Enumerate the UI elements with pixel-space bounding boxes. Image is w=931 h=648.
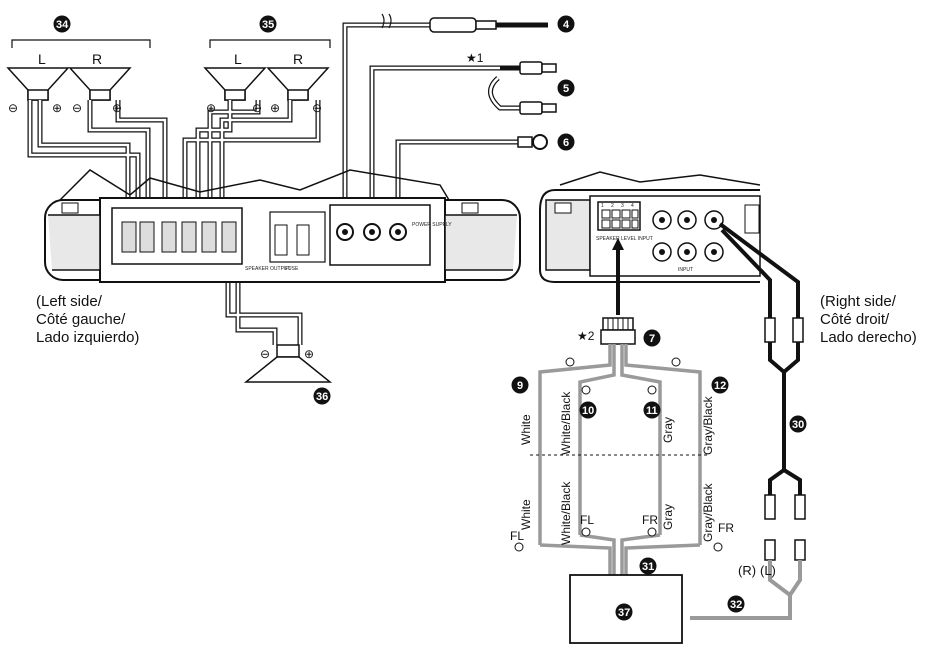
rca-right-label: (R) [738, 563, 756, 578]
right-side-caption-2: Côté droit/ [820, 311, 890, 328]
polarity-minus: ⊖ [260, 347, 270, 361]
callout-36: 36 [313, 387, 331, 405]
terminal-connector-5 [488, 61, 557, 115]
wire-label-white-black-top: White/Black [559, 391, 573, 455]
callout-4: 4 [557, 15, 575, 33]
amplifier-right-side [539, 171, 761, 283]
callout-9: 9 [511, 376, 529, 394]
svg-text:11: 11 [646, 405, 658, 417]
polarity-plus: ⊕ [206, 101, 216, 115]
callout-11: 11 [643, 401, 661, 419]
svg-text:31: 31 [642, 561, 654, 573]
ch-2: 2 [611, 203, 614, 209]
speaker-l-label-2: L [234, 51, 242, 67]
svg-text:4: 4 [563, 19, 570, 31]
channel-fl-inner: FL [580, 513, 594, 527]
speaker-r-label-2: R [293, 51, 303, 67]
ch-1: 1 [601, 203, 604, 209]
wire-label-white-top: White [519, 414, 533, 445]
callout-6: 6 [557, 133, 575, 151]
polarity-minus: ⊖ [252, 101, 262, 115]
polarity-minus: ⊖ [72, 101, 82, 115]
speaker-rear-right [266, 67, 330, 101]
svg-text:7: 7 [649, 333, 655, 345]
front-speaker-group [11, 39, 331, 48]
svg-text:9: 9 [517, 380, 523, 392]
rca-cable [718, 222, 800, 318]
star-2: ★2 [577, 329, 595, 343]
wire-label-gray-black-top: Gray/Black [701, 395, 715, 455]
left-side-caption-1: (Left side/ [36, 293, 103, 310]
callout-7: 7 [643, 329, 661, 347]
svg-text:5: 5 [563, 83, 569, 95]
svg-text:37: 37 [618, 607, 630, 619]
svg-text:34: 34 [56, 19, 69, 31]
callout-37: 37 [615, 603, 633, 621]
fuse-label: FUSE [285, 266, 299, 272]
channel-fr-inner: FR [642, 513, 658, 527]
svg-text:6: 6 [563, 137, 569, 149]
subwoofer-speaker [243, 344, 333, 383]
right-side-caption-3: Lado derecho) [820, 329, 917, 346]
speaker-r-label-1: R [92, 51, 102, 67]
wire-label-gray-black-bottom: Gray/Black [701, 482, 715, 542]
input-label: INPUT [678, 267, 693, 273]
svg-text:12: 12 [714, 380, 726, 392]
left-side-caption-2: Côté gauche/ [36, 311, 126, 328]
power-supply-label: POWER SUPPLY [412, 222, 452, 228]
star-1: ★1 [466, 51, 484, 65]
callout-badges: 34 35 4 5 6 7 9 10 11 12 30 31 32 36 37 [53, 15, 807, 621]
remote-wire-connector [429, 17, 548, 33]
polarity-plus: ⊕ [270, 101, 280, 115]
polarity-plus: ⊕ [52, 101, 62, 115]
polarity-minus: ⊖ [312, 101, 322, 115]
channel-fr-outer: FR [718, 521, 734, 535]
svg-text:10: 10 [582, 405, 594, 417]
callout-34: 34 [53, 15, 71, 33]
speaker-input-harness-plug [600, 317, 636, 345]
callout-12: 12 [711, 376, 729, 394]
channel-fl-outer: FL [510, 529, 524, 543]
wire-label-gray-top: Gray [661, 417, 675, 443]
callout-35: 35 [259, 15, 277, 33]
right-side-caption-1: (Right side/ [820, 293, 897, 310]
polarity-plus: ⊕ [112, 101, 122, 115]
callout-30: 30 [789, 415, 807, 433]
polarity-minus: ⊖ [8, 101, 18, 115]
polarity-plus: ⊕ [304, 347, 314, 361]
amplifier-left-side [44, 169, 521, 283]
svg-text:35: 35 [262, 19, 274, 31]
svg-text:36: 36 [316, 391, 328, 403]
speaker-level-input-label: SPEAKER LEVEL INPUT [596, 236, 653, 242]
wire-label-white-black-bottom: White/Black [559, 481, 573, 545]
wire-label-white-bottom: White [519, 499, 533, 530]
speaker-l-label-1: L [38, 51, 46, 67]
callout-32: 32 [727, 595, 745, 613]
rca-left-label: (L) [760, 563, 776, 578]
left-side-caption-3: Lado izquierdo) [36, 329, 139, 346]
speaker-rear-left [203, 67, 267, 101]
speaker-output-label: SPEAKER OUTPUT [245, 266, 291, 272]
callout-5: 5 [557, 79, 575, 97]
ground-terminal [517, 134, 548, 150]
wire-label-gray-bottom: Gray [661, 504, 675, 530]
ch-3: 3 [621, 203, 624, 209]
callout-31: 31 [639, 557, 657, 575]
arrow-to-input [612, 238, 624, 315]
svg-text:30: 30 [792, 419, 804, 431]
speaker-harness-wires [538, 344, 702, 575]
ch-4: 4 [631, 203, 634, 209]
svg-text:32: 32 [730, 599, 742, 611]
speaker-front-left [6, 67, 70, 101]
speaker-front-right [68, 67, 132, 101]
callout-10: 10 [579, 401, 597, 419]
